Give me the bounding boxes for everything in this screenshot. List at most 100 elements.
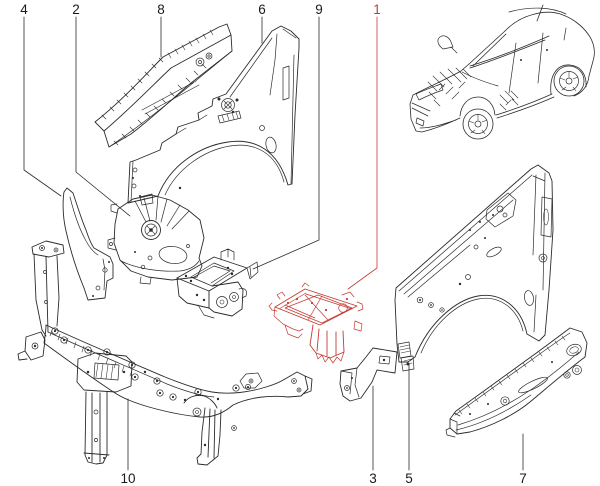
part-2-spring-seat-inner <box>144 223 158 237</box>
part-1-bracket-highlighted[interactable] <box>268 282 364 364</box>
part-10-right-washer <box>296 387 302 393</box>
part-10-radiator-frame[interactable] <box>17 240 313 466</box>
part-7-outline <box>449 327 588 435</box>
callout-label-5[interactable]: 5 <box>405 471 413 486</box>
callout-label-8[interactable]: 8 <box>157 2 165 17</box>
part-3-bracket[interactable] <box>339 347 398 402</box>
part-5-oval-hole <box>524 290 534 306</box>
callout-label-9[interactable]: 9 <box>315 2 323 17</box>
part-9-lower-box <box>208 281 244 317</box>
part-7-weld-dot <box>551 361 553 363</box>
part-7-side-member[interactable] <box>445 327 588 438</box>
part-1-hole <box>338 303 348 313</box>
part-9-wing <box>246 261 259 280</box>
part-9-hole-inner <box>219 299 225 305</box>
part-6-hatched-bar-ticks <box>221 111 239 122</box>
part-8-grommet-2 <box>205 52 213 60</box>
part-2-upper-tab <box>110 203 118 214</box>
part-9-hole <box>216 296 228 308</box>
part-3-weld-dot <box>351 377 353 379</box>
part-8-grommet-inner <box>198 60 202 64</box>
part-7-weld-dot <box>469 413 471 415</box>
car-rear-wheel-spokes <box>559 71 579 92</box>
part-10-leg-dot <box>103 457 105 459</box>
part-9-weld-dot <box>202 298 206 302</box>
callout-label-2[interactable]: 2 <box>72 2 80 17</box>
part-1-corner-tabs <box>268 282 364 312</box>
part-2-outline <box>113 194 205 281</box>
callout-label-3[interactable]: 3 <box>369 471 377 486</box>
part-7-ring <box>572 365 582 375</box>
part-10-arch-washer-inner <box>195 410 199 414</box>
part-3-outline <box>339 347 398 402</box>
part-5-pillar-lines <box>532 172 546 291</box>
part-6-grommet-cross <box>223 100 233 110</box>
part-1-right-tab <box>353 320 363 332</box>
part-6-slope-inner <box>175 37 273 135</box>
part-5-apron-assembly[interactable] <box>394 164 554 372</box>
car-rear-arch <box>550 64 587 95</box>
part-10-post-hole <box>44 300 48 304</box>
part-9-support-bracket[interactable] <box>176 248 259 319</box>
part-2-strut-tower[interactable] <box>107 194 205 285</box>
part-5-slope-lines <box>398 174 533 298</box>
part-6-left-edge-inner <box>130 160 134 203</box>
part-5-grommet-inner <box>541 256 545 260</box>
part-5-clamp-hole <box>496 205 504 213</box>
part-1-rim <box>278 292 353 324</box>
car-cowl-crease <box>461 71 499 87</box>
part-10-beam-inner <box>47 331 215 398</box>
leader-line-2 <box>75 16 131 217</box>
part-10-weld-dot <box>143 370 147 374</box>
car-a-pillar <box>468 30 507 67</box>
car-hood <box>412 63 470 96</box>
part-2-fold-line <box>120 260 200 272</box>
part-8-hatch-bottom <box>113 63 207 146</box>
car-front-wheel-spokes <box>468 114 488 135</box>
car-fender-hatch <box>499 90 519 111</box>
callout-label-4[interactable]: 4 <box>20 2 28 17</box>
callout-label-1-highlighted[interactable]: 1 <box>373 2 381 17</box>
part-2-bottom-flange <box>139 276 152 285</box>
leader-line-9 <box>252 16 320 270</box>
part-8-upper-rail[interactable] <box>94 23 233 148</box>
part-5-wall-line <box>533 294 537 333</box>
part-7-hatch <box>458 335 566 415</box>
part-8-skirt <box>103 34 233 148</box>
callout-label-10[interactable]: 10 <box>120 471 135 486</box>
part-1-leg-channel <box>309 324 345 359</box>
part-6-side-panel[interactable] <box>127 25 300 206</box>
part-6-bolt-dot <box>217 97 221 101</box>
part-10-plate-dot <box>86 370 90 374</box>
callout-label-6[interactable]: 6 <box>258 2 266 17</box>
part-7-grommet-inner <box>502 398 508 404</box>
part-10-leg-dot <box>88 457 90 459</box>
part-10-post-hole <box>43 270 47 274</box>
part-10-arch-washer <box>192 407 202 417</box>
part-5-edge-washers <box>416 296 445 313</box>
callout-labels: 4 2 8 6 9 1 10 3 5 7 <box>20 2 527 486</box>
part-5-hole <box>473 244 479 250</box>
part-10-washer <box>39 245 45 251</box>
part-9-rounded-tab <box>238 288 247 299</box>
part-10-weld-dot <box>216 397 220 401</box>
part-7-ring-inner <box>574 367 580 373</box>
part-10-right-washer-dot <box>298 389 300 391</box>
part-2-hole <box>147 255 153 261</box>
part-2-hole <box>186 244 190 248</box>
part-10-end-washer <box>31 342 39 350</box>
part-7-hole-inner <box>565 373 569 377</box>
car-engine-bay-hatch <box>427 67 472 107</box>
part-1-top-plate <box>274 288 358 326</box>
part-10-beam-bottom <box>43 324 289 418</box>
part-9-weld-dot <box>230 272 234 276</box>
part-7-end-cap <box>445 412 461 438</box>
part-4-blade-bracket[interactable] <box>62 187 114 301</box>
car-rear-wheel-hub <box>565 77 573 85</box>
callout-label-7[interactable]: 7 <box>519 471 527 486</box>
part-9-hole-2 <box>229 292 239 302</box>
part-10-left-leg <box>83 391 110 465</box>
part-5-outline <box>394 164 554 363</box>
car-mirror <box>437 35 458 54</box>
part-3-slot-dot <box>382 358 386 362</box>
